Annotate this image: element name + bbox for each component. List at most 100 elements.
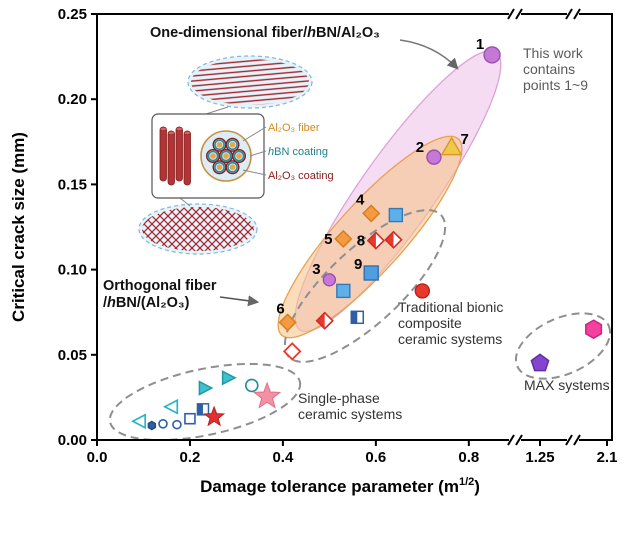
group-ellipse-orthogonal-fiber — [277, 135, 463, 339]
y-tick-label: 0.10 — [58, 262, 87, 279]
plot-frame — [96, 13, 613, 441]
data-point — [282, 342, 302, 361]
y-tick-label: 0.25 — [58, 6, 87, 23]
series-max-hexagon — [585, 319, 603, 340]
data-point — [440, 136, 463, 156]
data-point — [315, 311, 334, 330]
series — [130, 207, 603, 431]
inset-label-1: hBN coating — [268, 146, 328, 158]
inset-fiber-cylinder — [183, 130, 191, 186]
inset-connector — [205, 106, 229, 115]
series-sp-open-circle — [244, 378, 259, 393]
y-tick-label: 0.20 — [58, 91, 87, 108]
data-point — [203, 405, 226, 427]
y-tick-label: 0.00 — [58, 432, 87, 449]
series-bionic-half-square — [350, 310, 365, 325]
x-tick-label: 0.2 — [180, 449, 201, 466]
data-point — [483, 46, 501, 64]
data-point — [198, 380, 214, 396]
group-ellipse-max-systems — [514, 312, 612, 380]
data-point — [334, 229, 353, 248]
point-number-label: 8 — [357, 233, 365, 250]
x-tick-label: 0.8 — [458, 449, 479, 466]
point-number-label: 2 — [416, 139, 424, 156]
x-tick-label: 1.25 — [525, 449, 554, 466]
data-point — [388, 207, 404, 223]
this-work-point-7: 7 — [440, 131, 469, 156]
this-work-point-2: 2 — [416, 139, 442, 165]
inset-connector — [179, 197, 191, 207]
axis-break — [567, 435, 579, 445]
one-dimensional-arrow — [399, 39, 459, 70]
series-bionic-open-diamond — [282, 342, 302, 361]
x-axis-title: Damage tolerance parameter (m1/2) — [200, 476, 480, 496]
series-bionic-half-diamonds — [315, 230, 403, 330]
annotation-orthogonal: Orthogonal fiber/hBN/(Al₂O₃) — [103, 278, 217, 311]
data-point — [147, 420, 157, 431]
y-tick-label: 0.05 — [58, 347, 87, 364]
inset-leader-line — [242, 126, 267, 142]
point-number-label: 6 — [276, 300, 284, 317]
this-work-point-9: 9 — [354, 256, 379, 281]
series-sp-open-square — [184, 412, 196, 425]
this-work-points: 1 2 3 4 5 6 7 8 9 — [276, 36, 501, 332]
inset-fiber-cylinder — [175, 126, 183, 182]
inset-label-0: Al₂O₃ fiber — [268, 122, 320, 134]
data-point — [367, 232, 376, 249]
axis-break — [509, 435, 521, 445]
point-number-label: 7 — [460, 131, 468, 148]
inset-fiber-cylinder — [167, 130, 175, 186]
inset-label-2: Al₂O₃ coating — [268, 170, 334, 182]
group-ellipse-single-phase — [108, 362, 302, 442]
data-point — [426, 149, 442, 165]
data-point — [278, 313, 297, 332]
point-number-label: 9 — [354, 256, 362, 273]
data-point — [221, 370, 237, 386]
this-work-point-3: 3 — [312, 261, 337, 287]
data-point — [244, 378, 259, 393]
series-sp-small-open-circles — [158, 419, 182, 430]
series-sp-red-star — [203, 405, 226, 427]
this-work-point-5: 5 — [324, 229, 353, 248]
this-work-point-4: 4 — [356, 191, 381, 223]
point-number-label: 4 — [356, 191, 365, 208]
series-sp-open-left-triangles — [130, 398, 179, 430]
data-point — [184, 412, 196, 425]
y-tick-label: 0.15 — [58, 176, 87, 193]
x-tick-label: 0.0 — [87, 449, 108, 466]
series-sp-half-square — [196, 403, 210, 416]
group-ellipses — [108, 49, 612, 442]
data-point — [363, 265, 379, 281]
series-sp-small-hexagon — [147, 420, 157, 431]
series-sp-pink-star — [252, 381, 282, 409]
orthogonal-arrow — [219, 295, 260, 307]
point-number-label: 3 — [312, 261, 320, 278]
data-point — [585, 319, 603, 340]
point-number-label: 1 — [476, 36, 484, 53]
series-max-pentagon — [530, 353, 550, 372]
data-point — [530, 353, 550, 372]
data-point — [172, 419, 182, 430]
inset-leader-line — [242, 169, 267, 176]
group-ellipse-traditional-bionic — [283, 209, 447, 363]
y-axis-title: Critical crack size (mm) — [9, 132, 28, 322]
x-tick-label: 0.6 — [365, 449, 386, 466]
data-point — [158, 419, 168, 429]
data-point — [385, 231, 394, 248]
this-work-point-6: 6 — [276, 300, 297, 332]
series-bionic-blue-squares — [336, 207, 404, 299]
series-bionic-red-circle — [414, 283, 431, 299]
data-point — [162, 398, 179, 415]
inset-fiber-cylinder — [159, 126, 167, 182]
this-work-point-8: 8 — [357, 231, 386, 250]
axis-break — [567, 9, 579, 19]
this-work-point-1: 1 — [476, 36, 501, 64]
